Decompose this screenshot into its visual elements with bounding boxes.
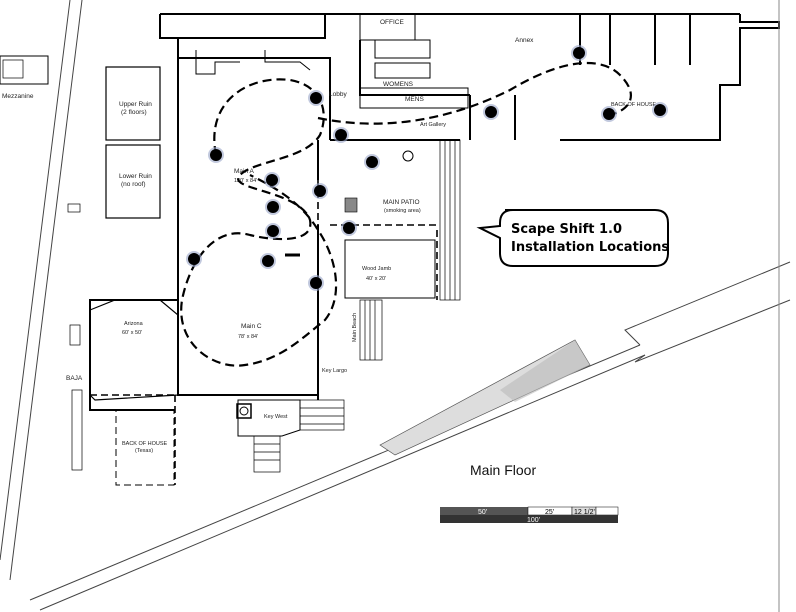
upper-ruin-room [105,66,161,141]
wood-jamb-room [344,239,436,299]
callout-bubble [476,209,669,267]
key-largo-label: Key Largo [322,368,347,374]
patio-grill [344,197,358,213]
boh-label-bg [120,433,166,453]
annex-label: Annex [515,37,534,44]
installation-marker [654,104,666,116]
wood-jamb-dim: 40' x 20' [366,276,386,282]
back-of-house-bottom-label: BACK OF HOUSE [122,441,168,447]
installation-marker [366,156,378,168]
installation-marker [188,253,200,265]
office-label: OFFICE [380,19,404,26]
womens-label: WOMENS [383,81,414,88]
upper-ruin-label: Upper Ruin [119,101,152,108]
key-west-room [237,399,301,437]
key-west-circle [239,406,249,416]
mens-label: MENS [405,96,424,103]
installation-marker [210,149,222,161]
arizona-label: Arizona [124,321,144,327]
office-block [359,13,469,109]
installation-marker [267,201,279,213]
installation-marker [573,47,585,59]
lower-ruin-room [105,144,161,219]
back-of-house-bottom-sub: (Texas) [135,448,153,454]
back-of-house-bottom-room [115,409,175,486]
scale-label-25: 25' [545,509,554,516]
main-building-walls [89,13,780,411]
arizona-dim: 60' x 50' [122,330,142,336]
back-of-house-top-label: BACK OF HOUSE [611,102,657,108]
art-gallery-label: Art Gallery [420,122,446,128]
mezzanine-label: Mezzanine [2,93,34,100]
scale-label-50: 50' [478,509,487,516]
lower-ruin-label: Lower Ruin [119,173,152,180]
installation-marker [343,222,355,234]
main-patio-label: MAIN PATIO [383,199,420,206]
scale-bar [440,506,619,523]
main-a-dim: 120' x 84' [234,178,257,184]
installation-marker [314,185,326,197]
callout-line-2: Installation Locations [511,240,669,255]
key-west-box [236,403,252,419]
lobby-label: Lobby [329,91,347,98]
installation-marker [335,129,347,141]
scale-label-100: 100' [527,517,540,524]
installation-marker [266,174,278,186]
fountain [402,150,414,162]
scale-label-12: 12 1/2' [574,509,595,516]
main-floor-title: Main Floor [470,462,536,478]
key-west-label: Key West [264,414,288,420]
arizona-room [89,299,179,401]
gravel-shade [500,340,590,402]
upper-ruin-sub: (2 floors) [121,109,147,116]
gate-box [67,203,81,213]
installation-marker [310,92,322,104]
main-beach-label: Main Beach [352,313,358,342]
stairs [69,139,461,473]
lower-ruin-sub: (no roof) [121,181,146,188]
main-patio-sub: (smoking area) [384,208,421,214]
installation-markers [186,45,668,291]
installation-marker [485,106,497,118]
installation-marker [310,277,322,289]
installation-marker [267,225,279,237]
callout-line-1: Scape Shift 1.0 [511,222,622,237]
main-a-bar [195,50,311,75]
main-c-dim: 78' x 84' [238,334,258,340]
installation-marker [262,255,274,267]
main-c-label: Main C [241,323,262,330]
baja-label: BAJA [66,375,83,382]
wood-jamb-label: Wood Jamb [362,266,391,272]
mezzanine-block [0,55,49,85]
tour-route [180,61,632,367]
installation-marker [603,108,615,120]
